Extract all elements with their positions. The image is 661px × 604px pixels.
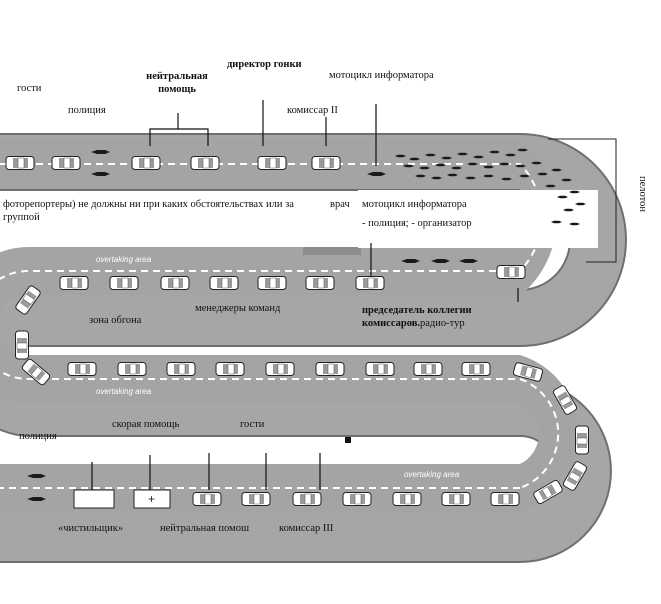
label-race-director: директор гонки bbox=[227, 59, 302, 70]
truck-icon bbox=[73, 489, 115, 509]
ambulance-icon bbox=[133, 489, 171, 509]
road-text-overtaking-3: overtaking area bbox=[404, 470, 460, 479]
svg-text:+: + bbox=[148, 492, 155, 506]
label-neutral-service-bottom: нейтральная помош bbox=[160, 523, 250, 534]
marker bbox=[345, 437, 351, 443]
road-text-overtaking-1: overtaking area bbox=[96, 255, 152, 264]
pointer-lines bbox=[91, 100, 519, 490]
label-radio-tour: радио-тур bbox=[420, 318, 465, 329]
label-info-moto-mid: мотоцикл информатора bbox=[362, 199, 467, 210]
label-team-managers: менеджеры команд bbox=[195, 303, 281, 314]
label-neutral-service-top: нейтральная помощь bbox=[146, 71, 208, 95]
road-patch bbox=[303, 247, 361, 255]
label-overtaking-zone: зона обгона bbox=[89, 315, 142, 326]
label-photographers-note: фотор­епортеры) не должны ни при каких о… bbox=[3, 199, 294, 223]
label-commissaire-2: комиссар II bbox=[287, 105, 338, 116]
label-guests-top: гости bbox=[17, 83, 42, 94]
label-sweeper: «чистильщик» bbox=[58, 523, 124, 534]
label-doctor: врач bbox=[330, 199, 350, 210]
label-jury-chair: председатель коллегии комиссаров.радио-т… bbox=[362, 304, 492, 330]
peloton-bracket bbox=[548, 138, 617, 263]
label-peloton: пелотон bbox=[637, 176, 648, 212]
label-police-top: полиция bbox=[68, 105, 106, 116]
road-text-overtaking-2: overtaking area bbox=[96, 387, 152, 396]
bottom-convoy: + bbox=[27, 474, 520, 509]
label-info-moto-top: мотоцикл информатора bbox=[329, 70, 434, 81]
label-commissaire-3: комиссар III bbox=[279, 523, 334, 534]
label-jury-chair-text: председатель коллегии комиссаров. bbox=[362, 305, 472, 329]
label-guests-bottom: гости bbox=[240, 419, 265, 430]
lane-markings bbox=[0, 163, 560, 489]
label-ambulance: скорая помощь bbox=[112, 419, 180, 430]
label-police-organizer: - полиция; - организатор bbox=[362, 218, 472, 229]
label-police-bottom: полиция bbox=[19, 431, 57, 442]
label-panel bbox=[358, 190, 598, 248]
